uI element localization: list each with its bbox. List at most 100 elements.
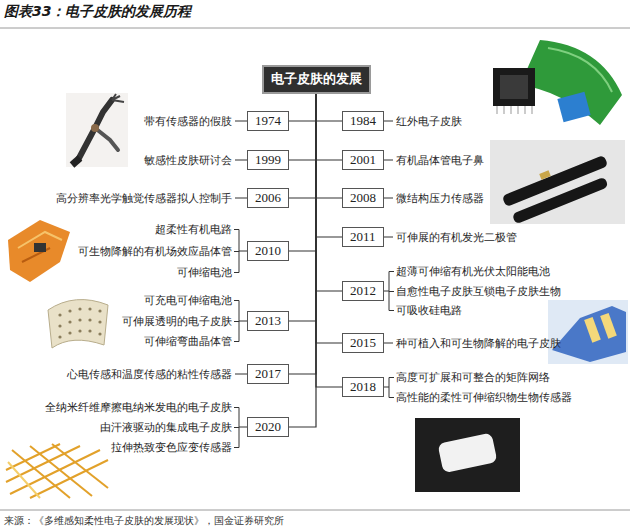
milestone-text: 微结构压力传感器 bbox=[396, 192, 484, 205]
root-text: 电子皮肤的发展 bbox=[271, 71, 362, 86]
year-box: 2020 bbox=[247, 417, 289, 437]
year-box: 2015 bbox=[342, 333, 384, 353]
milestone-label: 心电传感和温度传感的粘性传感器 bbox=[67, 368, 232, 381]
leader-line bbox=[384, 343, 393, 344]
milestone-text: 红外电子皮肤 bbox=[396, 115, 462, 128]
milestone-label: 高性能的柔性可伸缩织物生物传感器 bbox=[396, 391, 572, 404]
leader-line bbox=[384, 237, 393, 238]
milestone-text: 拉伸热致变色应变传感器 bbox=[111, 441, 232, 454]
milestone-label: 可吸收硅电路 bbox=[396, 304, 462, 317]
flexible-circuit-photo bbox=[8, 220, 70, 282]
leader-line bbox=[234, 272, 239, 273]
title-text: 图表33：电子皮肤的发展历程 bbox=[4, 3, 191, 19]
leader-line bbox=[384, 121, 393, 122]
timeline-connector bbox=[316, 94, 342, 291]
timeline-connector bbox=[316, 94, 342, 387]
timeline-connector bbox=[289, 94, 316, 198]
milestone-text: 带有传感器的假肢 bbox=[144, 115, 232, 128]
milestone-text: 高度可扩展和可整合的矩阵网络 bbox=[396, 371, 550, 384]
year-text: 2012 bbox=[350, 283, 376, 298]
milestone-text: 自愈性电子皮肤互锁电子皮肤生物 bbox=[396, 285, 561, 298]
leader-line bbox=[234, 321, 239, 322]
leader-line bbox=[384, 160, 393, 161]
footer-rule bbox=[0, 510, 630, 511]
milestone-label: 可充电可伸缩电池 bbox=[144, 294, 232, 307]
milestone-text: 可充电可伸缩电池 bbox=[144, 294, 232, 307]
year-text: 1974 bbox=[255, 113, 281, 128]
timeline-connector bbox=[289, 94, 316, 121]
leader-line bbox=[389, 397, 394, 398]
leader-line bbox=[389, 291, 394, 292]
leader-line bbox=[235, 121, 247, 122]
leader-line bbox=[234, 447, 239, 448]
milestone-label: 自愈性电子皮肤互锁电子皮肤生物 bbox=[396, 285, 561, 298]
leader-line bbox=[239, 427, 247, 428]
leader-line bbox=[234, 427, 239, 428]
year-text: 2013 bbox=[255, 313, 281, 328]
year-text: 1999 bbox=[255, 152, 281, 167]
milestone-label: 全纳米纤维摩擦电纳米发电的电子皮肤 bbox=[45, 401, 232, 414]
leader-line bbox=[389, 271, 394, 272]
leader-line bbox=[234, 341, 239, 342]
milestone-text: 心电传感和温度传感的粘性传感器 bbox=[67, 368, 232, 381]
milestone-text: 超薄可伸缩有机光伏太阳能电池 bbox=[396, 265, 550, 278]
leader-line bbox=[384, 198, 393, 199]
milestone-text: 可伸展的有机发光二极管 bbox=[396, 231, 517, 244]
milestone-text: 敏感性皮肤研讨会 bbox=[144, 154, 232, 167]
year-text: 2018 bbox=[350, 379, 376, 394]
milestone-label: 有机晶体管电子鼻 bbox=[396, 154, 484, 167]
year-text: 2008 bbox=[350, 190, 376, 205]
glove-sensor-photo bbox=[548, 300, 628, 364]
source-caption: 来源：《多维感知柔性电子皮肤的发展现状》，国金证券研究所 bbox=[4, 514, 284, 528]
pressure-sensor-photo bbox=[490, 140, 625, 224]
timeline-connector bbox=[316, 94, 342, 121]
year-box: 2011 bbox=[342, 227, 384, 247]
timeline-connector bbox=[316, 94, 342, 160]
year-box: 2012 bbox=[342, 281, 384, 301]
figure-title: 图表33：电子皮肤的发展历程 bbox=[4, 3, 191, 21]
milestone-label: 超柔性有机电路 bbox=[155, 223, 232, 236]
timeline-connector bbox=[289, 94, 316, 374]
milestone-text: 有机晶体管电子鼻 bbox=[396, 154, 484, 167]
milestone-label: 敏感性皮肤研讨会 bbox=[144, 154, 232, 167]
year-box: 2001 bbox=[342, 150, 384, 170]
milestone-text: 可吸收硅电路 bbox=[396, 304, 462, 317]
leader-line bbox=[389, 377, 394, 378]
milestone-text: 超柔性有机电路 bbox=[155, 223, 232, 236]
milestone-label: 红外电子皮肤 bbox=[396, 115, 462, 128]
milestone-label: 由汗液驱动的集成电子皮肤 bbox=[100, 421, 232, 434]
milestone-text: 种可植入和可生物降解的电子皮肤 bbox=[396, 337, 561, 350]
skin-patch-photo bbox=[415, 418, 520, 492]
leader-line bbox=[239, 251, 247, 252]
year-text: 2015 bbox=[350, 335, 376, 350]
leader-line bbox=[234, 229, 239, 230]
leader-line bbox=[389, 310, 394, 311]
leader-line bbox=[239, 321, 247, 322]
year-box: 2008 bbox=[342, 188, 384, 208]
leader-line bbox=[384, 291, 389, 292]
leader-line bbox=[234, 300, 239, 301]
leader-line bbox=[384, 387, 389, 388]
milestone-text: 高性能的柔性可伸缩织物生物传感器 bbox=[396, 391, 572, 404]
year-box: 1984 bbox=[342, 111, 384, 131]
leader-line bbox=[235, 160, 247, 161]
milestone-text: 可伸展透明的电子皮肤 bbox=[122, 315, 232, 328]
timeline-connector bbox=[289, 94, 316, 160]
leader-line bbox=[235, 198, 247, 199]
milestone-label: 可伸展的有机发光二极管 bbox=[396, 231, 517, 244]
milestone-label: 超薄可伸缩有机光伏太阳能电池 bbox=[396, 265, 550, 278]
year-box: 2018 bbox=[342, 377, 384, 397]
milestone-text: 可伸缩弯曲晶体管 bbox=[144, 335, 232, 348]
year-text: 2017 bbox=[255, 366, 281, 381]
milestone-label: 带有传感器的假肢 bbox=[144, 115, 232, 128]
root-box: 电子皮肤的发展 bbox=[262, 65, 371, 94]
year-box: 1974 bbox=[247, 111, 289, 131]
leader-line bbox=[234, 407, 239, 408]
leader-line bbox=[234, 251, 239, 252]
year-box: 2010 bbox=[247, 241, 289, 261]
milestone-label: 微结构压力传感器 bbox=[396, 192, 484, 205]
year-box: 2013 bbox=[247, 311, 289, 331]
caption-text: 来源：《多维感知柔性电子皮肤的发展现状》，国金证券研究所 bbox=[4, 515, 284, 526]
year-text: 2011 bbox=[350, 229, 376, 244]
